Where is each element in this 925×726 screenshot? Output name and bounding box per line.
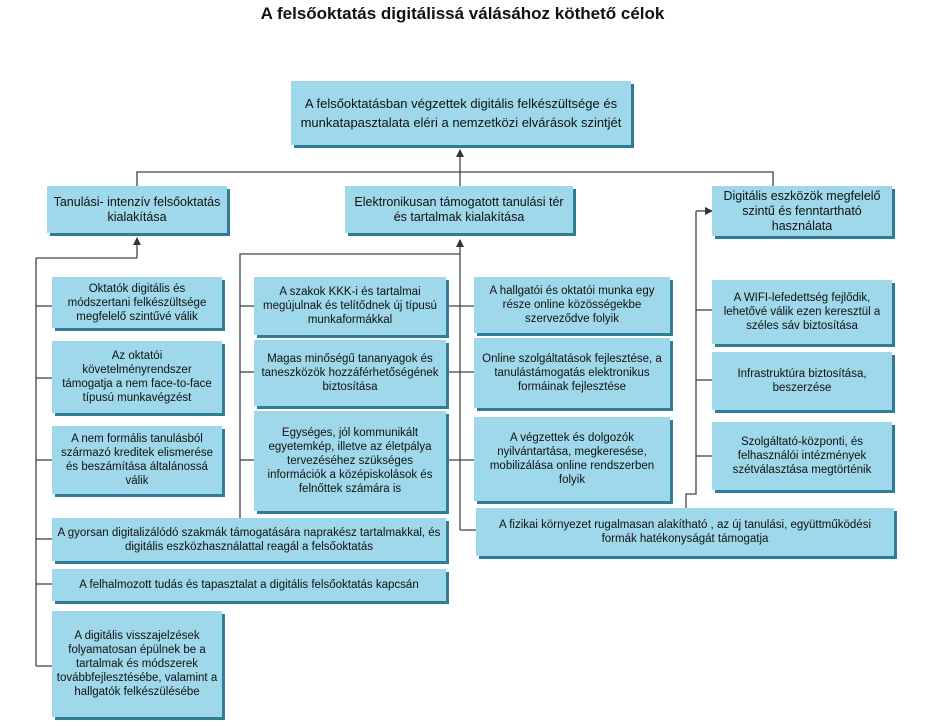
right-item-2: Infrastruktúra biztosítása, beszerzése [712,352,892,410]
header-e-learning-space: Elektronikusan támogatott tanulási tér é… [345,186,573,233]
wide-item-knowledge-connection: A felhalmozott tudás és tapasztalat a di… [52,569,446,601]
header-digital-tools: Digitális eszközök megfelelő szintű és f… [712,186,892,236]
right-item-3: Szolgáltató-központi, és felhasználói in… [712,422,892,490]
right-item-1: A WIFI-lefedettség fejlődik, lehetővé vá… [712,280,892,344]
left-item-3: A nem formális tanulásból származó kredi… [52,426,222,494]
diagram-title: A felsőoktatás digitálissá válásához köt… [260,4,665,23]
middle-item-3: Egységes, jól kommunikált egyetemkép, il… [254,411,446,511]
middle-item-1: A szakok KKK-i és tartalmai megújulnak é… [254,277,446,335]
middle-right-item-2: Online szolgáltatások fejlesztése, a tan… [474,338,670,408]
wide-item-physical-environment: A fizikai környezet rugalmasan alakíthat… [476,508,894,556]
middle-item-2: Magas minőségű tananyagok és taneszközök… [254,340,446,406]
middle-right-item-1: A hallgatói és oktatói munka egy része o… [474,277,670,333]
wide-item-digitalizing-fields: A gyorsan digitalizálódó szakmák támogat… [52,518,446,561]
left-item-2: Az oktatói követelményrendszer támogatja… [52,341,222,413]
left-item-1: Oktatók digitális és módszertani felkész… [52,277,222,328]
wide-item-feedback: A digitális visszajelzések folyamatosan … [52,611,222,717]
header-learning-intensive: Tanulási- intenzív felsőoktatás kialakít… [47,186,227,233]
middle-right-item-3: A végzettek és dolgozók nyilvántartása, … [474,417,670,501]
root-goal-box: A felsőoktatásban végzettek digitális fe… [291,81,631,145]
